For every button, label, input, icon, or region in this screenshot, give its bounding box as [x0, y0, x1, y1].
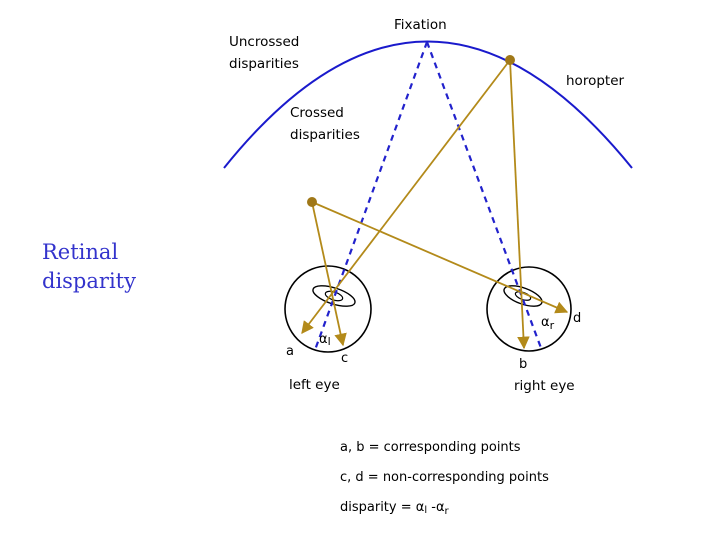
- slide-title: Retinal disparity: [42, 238, 136, 296]
- label-horopter: horopter: [566, 73, 624, 89]
- label-right-eye: right eye: [514, 378, 575, 394]
- label-point-c: c: [341, 351, 348, 366]
- fixation-line-right: [425, 41, 543, 349]
- ray-near-to-c: [311, 201, 347, 347]
- legend-alpha-right: α: [436, 500, 445, 515]
- label-alpha-left: αl: [319, 332, 331, 348]
- label-fixation: Fixation: [394, 17, 447, 33]
- label-crossed-line-2: disparities: [290, 127, 360, 143]
- legend-line-2: c, d = non-corresponding points: [340, 470, 549, 485]
- slide-title-line-1: Retinal: [42, 240, 119, 264]
- ray-horopter-to-b: [509, 59, 530, 350]
- horopter-arc: [223, 40, 633, 169]
- label-uncrossed-line-1: Uncrossed: [229, 34, 299, 50]
- legend-disparity-prefix: disparity =: [340, 500, 416, 515]
- label-uncrossed-line-2: disparities: [229, 56, 299, 72]
- horopter-point: [505, 55, 515, 65]
- legend-alpha-left: α: [416, 500, 425, 515]
- ray-near-to-d: [311, 201, 569, 314]
- legend-line-3: disparity = αl -αr: [340, 500, 450, 517]
- right-eye: [486, 266, 572, 352]
- ray-horopter-to-a: [301, 59, 511, 335]
- label-point-b: b: [519, 357, 527, 372]
- label-point-a: a: [286, 344, 294, 359]
- label-left-eye: left eye: [289, 377, 340, 393]
- legend-line-1: a, b = corresponding points: [340, 440, 521, 455]
- legend-minus: -: [427, 500, 436, 515]
- label-point-d: d: [573, 311, 581, 326]
- near-point: [307, 197, 317, 207]
- alpha-left-symbol: α: [319, 332, 328, 347]
- legend-sub-right: r: [445, 506, 450, 517]
- legend-sub-left: l: [424, 505, 427, 516]
- alpha-left-sub: l: [328, 335, 331, 348]
- slide-title-line-2: disparity: [42, 269, 136, 293]
- label-crossed-line-1: Crossed: [290, 105, 344, 121]
- alpha-right-symbol: α: [541, 315, 550, 330]
- label-alpha-right: αr: [541, 315, 555, 332]
- alpha-right-sub: r: [550, 319, 555, 332]
- right-eye-lens: [503, 285, 543, 307]
